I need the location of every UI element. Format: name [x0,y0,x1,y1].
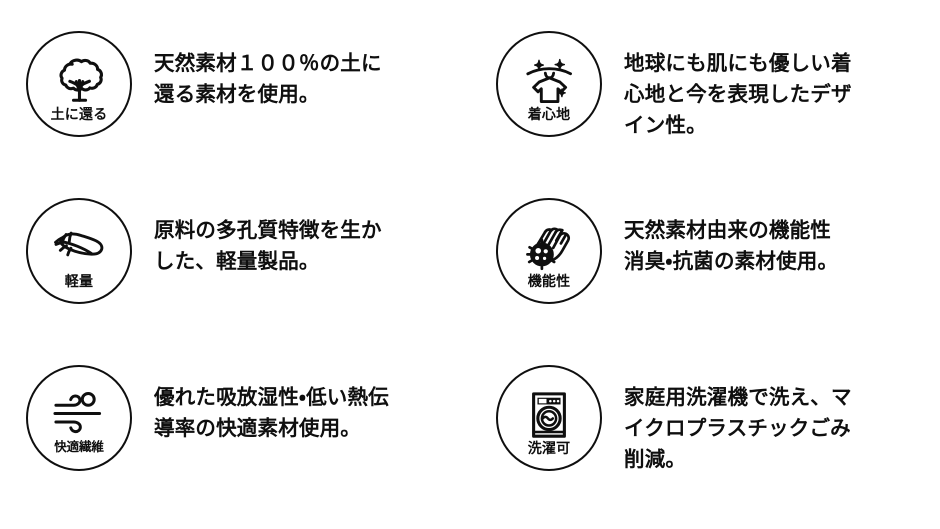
tree-icon [50,57,108,107]
badge-ring [496,198,602,304]
feature-description: 優れた吸放湿性・低い熱伝 導率の快適素材使用。 [154,386,389,441]
badge-ring [26,365,132,471]
badge-ring [26,31,132,137]
feature-badge: 機能性 [496,198,602,304]
feature-badge: 洗濯可 [496,365,602,471]
feature-item: 着心地 地球にも肌にも優しい着 心地と今を表現したデザ イン性。 [496,26,940,193]
feature-description: 天然素材１００％の土に 還る素材を使用。 [154,52,382,107]
badge-ring [496,365,602,471]
badge-ring [26,198,132,304]
feature-description: 原料の多孔質特徴を生か した、軽量製品。 [154,219,382,274]
feature-item: 軽量 原料の多孔質特徴を生か した、軽量製品。 [26,193,496,360]
feature-description: 家庭用洗濯機で洗え、マ イクロプラスチックごみ 削減。 [624,386,852,472]
feather-icon [50,224,108,274]
hand-germ-icon [520,224,578,274]
badge-label: 洗濯可 [527,440,571,456]
badge-label: 着心地 [527,106,571,122]
badge-label: 快適繊維 [54,440,104,454]
feature-item: 洗濯可 家庭用洗濯機で洗え、マ イクロプラスチックごみ 削減。 [496,360,940,527]
badge-label: 土に還る [50,106,108,122]
feature-item: 快適繊維 優れた吸放湿性・低い熱伝 導率の快適素材使用。 [26,360,496,527]
badge-ring [496,31,602,137]
badge-label: 機能性 [527,273,571,289]
feature-item: 機能性 天然素材由来の機能性 消臭・抗菌の素材使用。 [496,193,940,360]
wind-icon [50,391,108,441]
feature-badge: 軽量 [26,198,132,304]
badge-label: 軽量 [64,273,94,289]
feature-badge: 快適繊維 [26,365,132,471]
feature-description: 地球にも肌にも優しい着 心地と今を表現したデザ イン性。 [624,52,852,138]
feature-description: 天然素材由来の機能性 消臭・抗菌の素材使用。 [624,219,839,274]
tshirt-hanger-sparkle-icon [520,57,578,107]
washing-machine-icon [520,391,578,441]
feature-badge: 着心地 [496,31,602,137]
feature-badge: 土に還る [26,31,132,137]
feature-item: 土に還る 天然素材１００％の土に 還る素材を使用。 [26,26,496,193]
